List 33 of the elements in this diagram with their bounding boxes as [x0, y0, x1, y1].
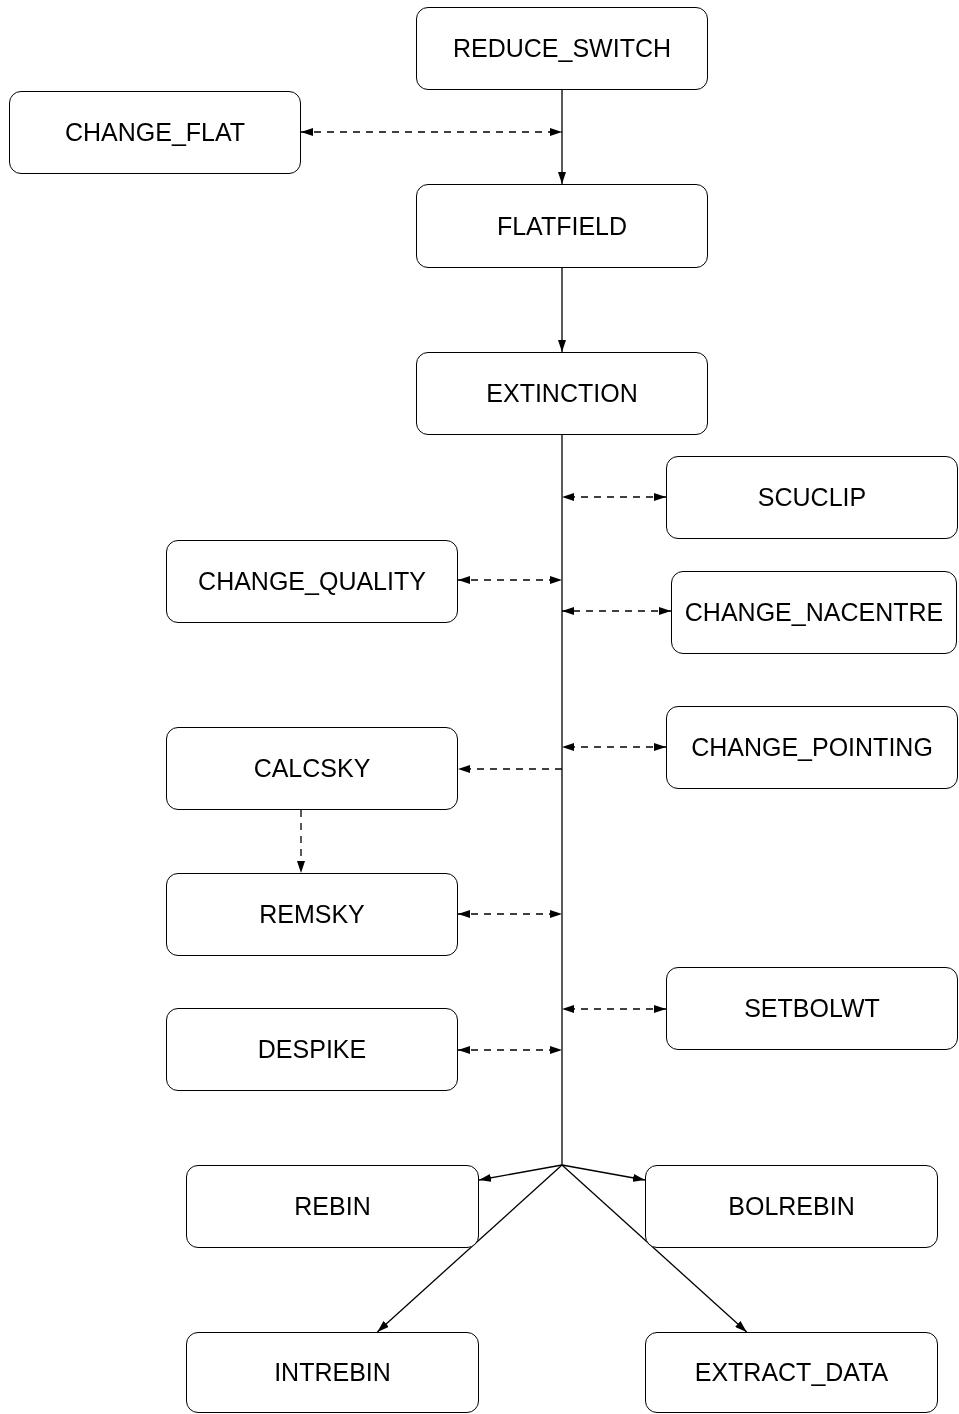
process-box: REDUCE_SWITCH	[416, 7, 708, 90]
process-box: SCUCLIP	[666, 456, 958, 539]
process-box: SETBOLWT	[666, 967, 958, 1050]
dashed-arrow	[457, 910, 563, 918]
dashed-arrow	[561, 607, 672, 615]
process-box: REBIN	[186, 1165, 479, 1248]
dashed-arrow	[297, 809, 305, 874]
process-box: CALCSKY	[166, 727, 458, 810]
process-box: INTREBIN	[186, 1332, 479, 1413]
process-box: CHANGE_NACENTRE	[671, 571, 957, 654]
connector-line	[561, 434, 563, 1166]
dashed-arrow	[561, 743, 667, 751]
process-box: CHANGE_QUALITY	[166, 540, 458, 623]
arrow	[561, 1164, 748, 1333]
arrow	[376, 1164, 563, 1333]
process-box: FLATFIELD	[416, 184, 708, 268]
dashed-arrow	[457, 1046, 563, 1054]
dashed-arrow	[300, 128, 563, 136]
process-box: BOLREBIN	[645, 1165, 938, 1248]
dashed-arrow	[457, 765, 563, 773]
arrow	[558, 89, 566, 185]
dashed-arrow	[561, 493, 667, 501]
arrow	[478, 1164, 563, 1182]
process-box: EXTINCTION	[416, 352, 708, 435]
process-box: EXTRACT_DATA	[645, 1332, 938, 1413]
arrow	[558, 267, 566, 353]
process-box: REMSKY	[166, 873, 458, 956]
process-box: CHANGE_FLAT	[9, 91, 301, 174]
arrow	[561, 1164, 646, 1182]
process-box: CHANGE_POINTING	[666, 706, 958, 789]
dashed-arrow	[457, 576, 563, 584]
process-box: DESPIKE	[166, 1008, 458, 1091]
dashed-arrow	[561, 1005, 667, 1013]
